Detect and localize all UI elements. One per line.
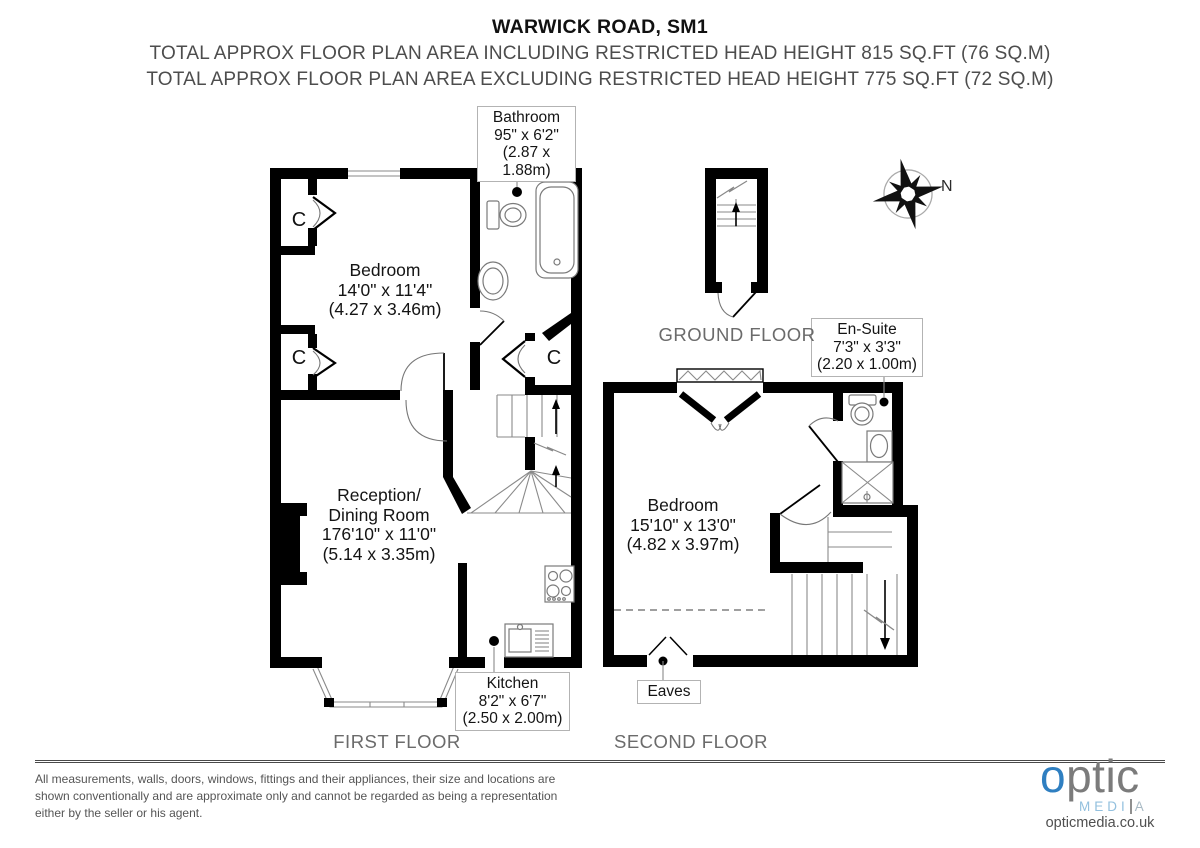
door-icon	[400, 310, 505, 442]
room-size-metric: (5.14 x 3.35m)	[322, 543, 436, 564]
room-name: Reception/	[337, 485, 421, 505]
label-anchor-dot	[512, 187, 522, 197]
door-icon	[717, 291, 757, 318]
second-floor-caption: SECOND FLOOR	[613, 731, 769, 752]
area-including-line: TOTAL APPROX FLOOR PLAN AREA INCLUDING R…	[149, 43, 1051, 64]
logo-a: A	[1129, 799, 1148, 814]
sink-icon	[504, 623, 554, 658]
closet-label: C	[546, 347, 562, 369]
kitchen-label: Kitchen 8'2" x 6'7" (2.50 x 2.00m)	[455, 672, 570, 731]
label-anchor-dot	[489, 636, 499, 646]
second-floor-plan	[603, 368, 918, 680]
room-size-imperial: 14'0" x 11'4"	[337, 279, 433, 300]
closet-label: C	[291, 347, 307, 369]
first-floor-caption: FIRST FLOOR	[333, 731, 461, 752]
staircase-icon	[791, 517, 898, 655]
disclaimer-line: All measurements, walls, doors, windows,…	[35, 772, 556, 786]
optic-media-logo: optic	[1040, 752, 1140, 800]
dormer-window-icon	[676, 368, 764, 431]
area-excluding-line: TOTAL APPROX FLOOR PLAN AREA EXCLUDING R…	[146, 69, 1054, 90]
room-name: Kitchen	[486, 675, 539, 692]
room-name: Bathroom	[492, 109, 561, 126]
staircase-icon	[467, 394, 572, 514]
toilet-icon	[486, 200, 527, 230]
closet-structures	[270, 179, 337, 390]
bedroom-second-label: Bedroom 15'10" x 13'0" (4.82 x 3.97m)	[593, 495, 773, 555]
room-size-imperial: 7'3" x 3'3"	[833, 338, 901, 356]
hob-icon	[544, 565, 575, 603]
chimney-breast	[281, 503, 307, 585]
room-size-metric: (4.82 x 3.97m)	[626, 534, 740, 554]
room-size-metric: (2.87 x 1.88m)	[502, 144, 551, 179]
bedroom-first-label: Bedroom 14'0" x 11'4" (4.27 x 3.46m)	[295, 260, 475, 320]
eaves-label: Eaves	[637, 680, 701, 704]
room-name: Eaves	[647, 683, 691, 700]
compass-icon	[872, 158, 944, 230]
room-size-imperial: 15'10" x 13'0"	[630, 514, 736, 535]
room-name: Bedroom	[349, 260, 421, 280]
first-floor-plan	[270, 163, 582, 708]
logo-url: opticmedia.co.uk	[1045, 815, 1155, 831]
disclaimer-line: shown conventionally and are approximate…	[35, 789, 558, 803]
closet-label: C	[291, 209, 307, 231]
room-name: Dining Room	[328, 504, 430, 525]
room-size-imperial: 8'2" x 6'7"	[478, 692, 547, 710]
bifold-door-icon	[312, 196, 337, 231]
logo-letters-ptic: ptic	[1066, 750, 1140, 802]
footer-divider	[35, 760, 1165, 763]
staircase-icon	[716, 180, 756, 227]
ground-floor-caption: GROUND FLOOR	[658, 324, 816, 345]
room-size-metric: (2.20 x 1.00m)	[817, 356, 917, 373]
room-size-imperial: 176'10" x 11'0"	[321, 524, 437, 544]
ensuite-label: En-Suite 7'3" x 3'3" (2.20 x 1.00m)	[811, 318, 923, 377]
toilet-icon	[848, 394, 877, 426]
room-name: Bedroom	[647, 495, 719, 515]
landing-closet	[501, 313, 571, 395]
basin-icon	[866, 430, 893, 463]
bifold-door-icon	[312, 347, 337, 379]
basin-icon	[477, 261, 509, 301]
disclaimer-line: either by the seller or his agent.	[35, 806, 203, 820]
logo-letter-o: o	[1040, 750, 1067, 802]
label-anchor-dot	[879, 397, 889, 407]
page-title: WARWICK ROAD, SM1	[492, 16, 708, 38]
north-label: N	[941, 178, 953, 195]
room-size-imperial: 95" x 6'2"	[494, 126, 559, 144]
eaves-hatch-icon	[648, 636, 688, 680]
disclaimer-text: All measurements, walls, doors, windows,…	[35, 771, 615, 822]
bifold-door-icon	[501, 340, 526, 378]
room-size-metric: (4.27 x 3.46m)	[328, 299, 442, 319]
shower-icon	[841, 461, 894, 504]
logo-medi: MEDI	[1079, 799, 1129, 814]
reception-label: Reception/ Dining Room 176'10" x 11'0" (…	[289, 485, 469, 564]
bay-window-icon	[309, 657, 462, 708]
room-name: En-Suite	[837, 321, 897, 338]
bath-icon	[535, 181, 579, 279]
room-size-metric: (2.50 x 2.00m)	[462, 710, 563, 727]
ground-floor-plan	[705, 168, 768, 318]
door-icon	[779, 417, 839, 526]
bathroom-label: Bathroom 95" x 6'2" (2.87 x 1.88m)	[477, 106, 576, 182]
